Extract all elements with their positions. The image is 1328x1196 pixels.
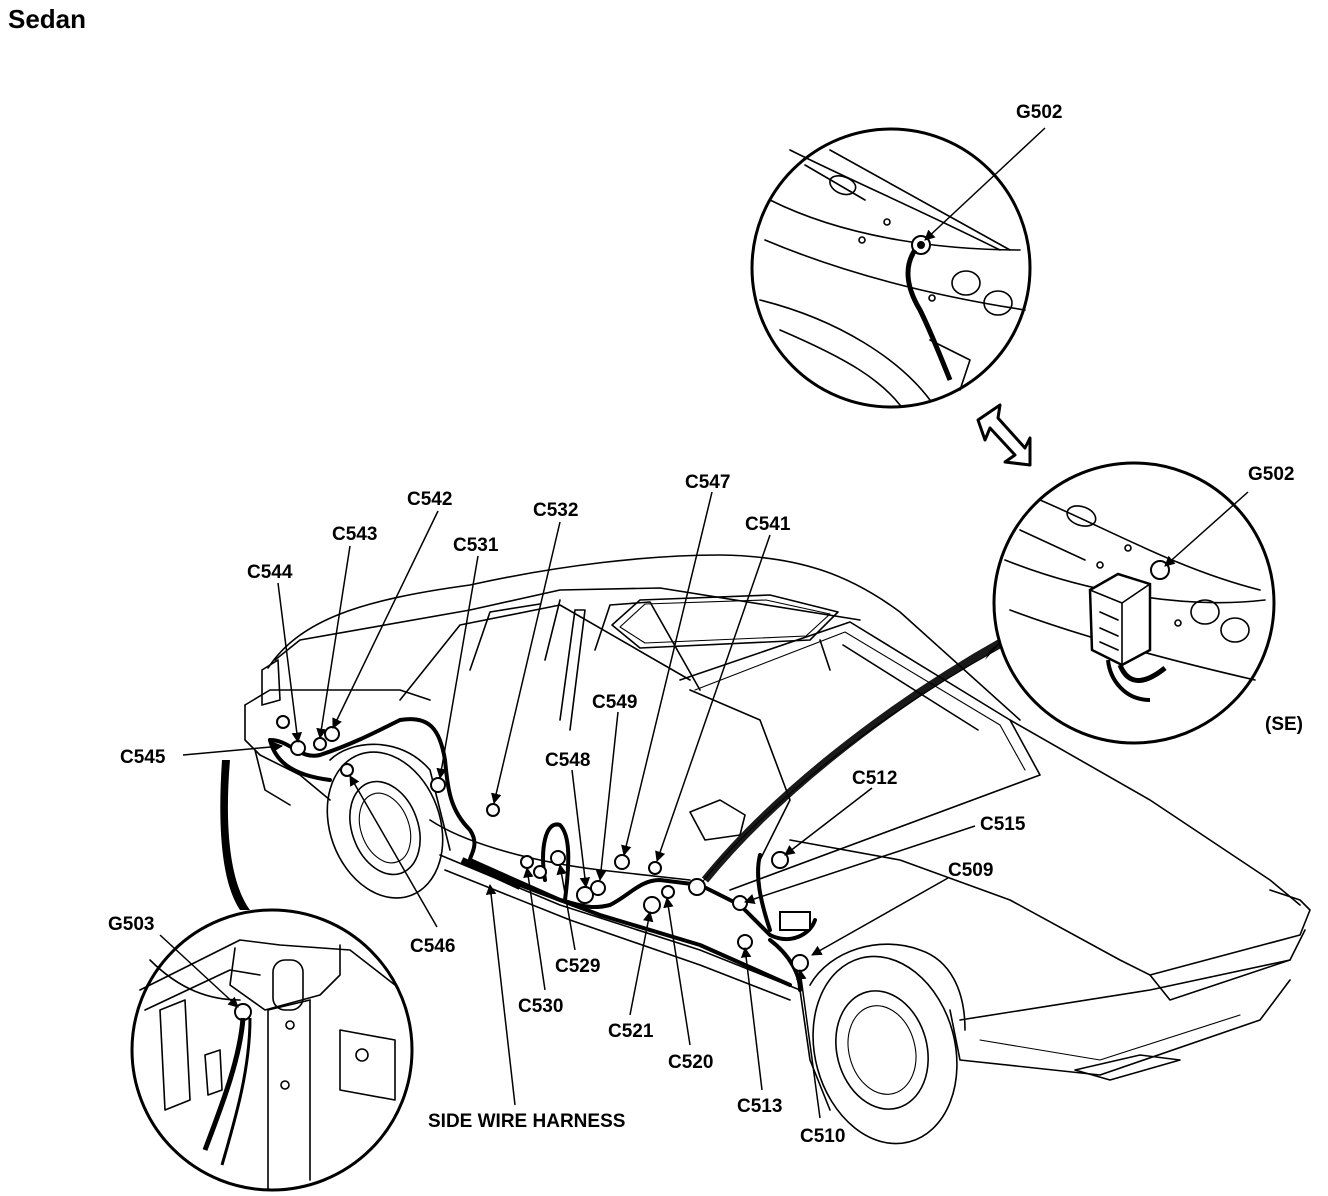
label-g503: G503 <box>108 914 154 935</box>
label-c512: C512 <box>852 768 897 789</box>
label-c544: C544 <box>247 562 293 583</box>
label-c521: C521 <box>608 1021 654 1042</box>
callout-labels: G502 G502 G503 C545 C544 C543 C542 C531 … <box>108 102 1294 1147</box>
side-wire-harness <box>268 636 1007 992</box>
label-c541: C541 <box>745 514 791 535</box>
detail-circle-g503 <box>130 760 414 1192</box>
double-arrow-icon <box>976 403 1032 467</box>
car-body-drawing <box>244 554 1311 1145</box>
label-c510: C510 <box>800 1126 845 1147</box>
label-side-wire-harness: SIDE WIRE HARNESS <box>428 1111 625 1132</box>
leader-lines <box>159 127 1249 1119</box>
label-g502-top: G502 <box>1016 102 1062 123</box>
label-c543: C543 <box>332 524 377 545</box>
variant-note: (SE) <box>1265 714 1303 735</box>
label-c520: C520 <box>668 1052 713 1073</box>
page-title: Sedan <box>8 4 86 34</box>
label-c531: C531 <box>453 535 499 556</box>
detail-circle-g502-standard <box>750 127 1032 409</box>
label-c546: C546 <box>410 936 455 957</box>
label-c513: C513 <box>737 1096 782 1117</box>
label-c530: C530 <box>518 996 563 1017</box>
connector-markers <box>276 715 811 972</box>
label-c529: C529 <box>555 956 600 977</box>
label-c547: C547 <box>685 472 730 493</box>
label-c542: C542 <box>407 489 452 510</box>
label-g502-se: G502 <box>1248 464 1294 485</box>
label-c545: C545 <box>120 747 166 768</box>
label-c509: C509 <box>948 860 993 881</box>
label-c515: C515 <box>980 814 1026 835</box>
label-c549: C549 <box>592 692 637 713</box>
detail-circle-g502-se: (SE) <box>985 461 1303 745</box>
label-c532: C532 <box>533 500 578 521</box>
label-c548: C548 <box>545 750 590 771</box>
